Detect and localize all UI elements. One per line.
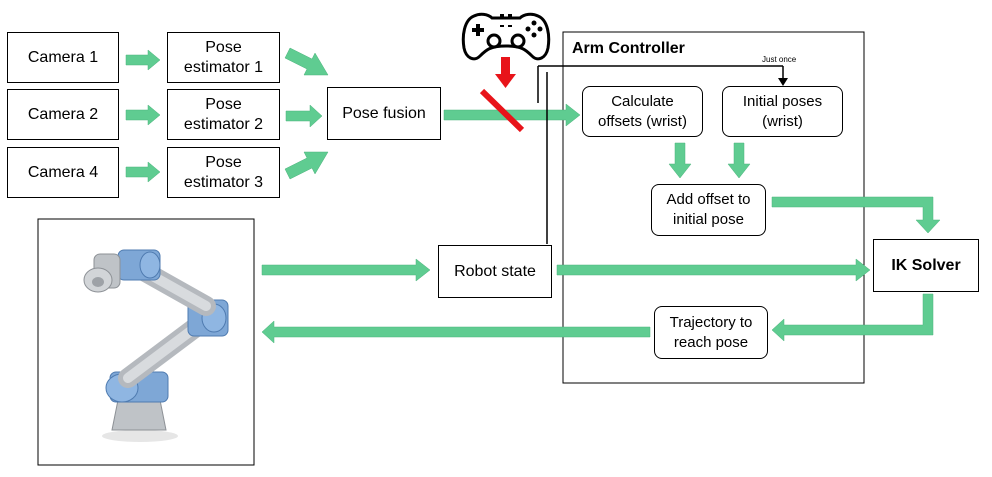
arrow-camera1-to-pose-est1	[125, 49, 161, 71]
node-camera-2: Camera 2	[7, 89, 119, 140]
arrow-camera4-to-pose-est3	[125, 161, 161, 183]
node-add-offset: Add offset to initial pose	[651, 184, 766, 236]
arrow-robot-to-robot-state	[261, 258, 431, 282]
disable-arrow	[495, 57, 516, 88]
arrow-fusion-to-calc-offsets	[443, 103, 581, 127]
robot-image-frame	[37, 218, 255, 466]
node-robot-state: Robot state	[438, 245, 552, 298]
just-once-label: Just once	[762, 55, 797, 64]
arrow-robot-state-to-ik	[556, 258, 871, 282]
robot-arm-image	[83, 249, 229, 442]
arrow-add-offset-to-ik	[771, 196, 941, 234]
arrow-pose-est3-to-fusion	[284, 151, 329, 180]
node-ik-solver: IK Solver	[873, 239, 979, 292]
node-pose-estimator-2: Pose estimator 2	[167, 89, 280, 140]
node-pose-fusion: Pose fusion	[327, 87, 441, 140]
arm-controller-title: Arm Controller	[572, 40, 685, 57]
node-trajectory: Trajectory to reach pose	[654, 306, 768, 359]
node-camera-4: Camera 4	[7, 147, 119, 198]
arm-controller-container	[562, 31, 865, 384]
arrow-calc-offsets-to-add-offset	[668, 142, 692, 179]
arrow-ik-to-trajectory	[771, 293, 934, 342]
node-camera-1: Camera 1	[7, 32, 119, 83]
node-calculate-offsets: Calculate offsets (wrist)	[582, 86, 703, 137]
node-pose-estimator-3: Pose estimator 3	[167, 147, 280, 198]
arrow-camera2-to-pose-est2	[125, 104, 161, 126]
disable-bar	[479, 88, 525, 133]
node-initial-poses: Initial poses (wrist)	[722, 86, 843, 137]
arrow-pose-est2-to-fusion	[285, 104, 323, 128]
arrow-initial-poses-to-add-offset	[727, 142, 751, 179]
arrowhead-just-once	[778, 78, 788, 86]
arrow-pose-est1-to-fusion	[284, 47, 329, 76]
gamepad-icon	[461, 12, 551, 61]
arrow-trajectory-to-robot	[261, 320, 651, 344]
node-pose-estimator-1: Pose estimator 1	[167, 32, 280, 83]
